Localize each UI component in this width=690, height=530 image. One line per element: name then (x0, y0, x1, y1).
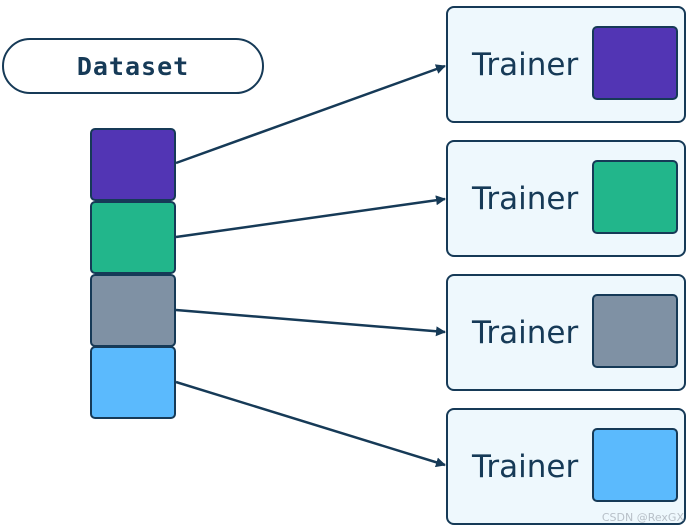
trainer-shard-swatch (592, 160, 678, 234)
trainer-label: Trainer (472, 314, 579, 351)
trainer-node-4: Trainer (446, 408, 686, 525)
trainer-shard-swatch (592, 26, 678, 100)
dataset-shard-1 (90, 128, 176, 201)
dataset-shard-3 (90, 274, 176, 347)
dataset-shard-2 (90, 201, 176, 274)
trainer-node-1: Trainer (446, 6, 686, 123)
dataset-label: Dataset (2, 38, 264, 94)
arrow-shard-1-to-trainer-1 (175, 64, 446, 165)
dataset-label-text: Dataset (76, 51, 190, 81)
trainer-label: Trainer (472, 46, 579, 83)
arrow-shard-2-to-trainer-2 (175, 195, 446, 239)
arrow-shard-4-to-trainer-4 (175, 380, 446, 468)
dataset-shard-4 (90, 346, 176, 419)
trainer-node-3: Trainer (446, 274, 686, 391)
trainer-shard-swatch (592, 294, 678, 368)
trainer-label: Trainer (472, 448, 579, 485)
arrow-shard-3-to-trainer-3 (175, 308, 446, 337)
trainer-node-2: Trainer (446, 140, 686, 257)
trainer-label: Trainer (472, 180, 579, 217)
trainer-shard-swatch (592, 428, 678, 502)
watermark-text: CSDN @RexGX (601, 511, 684, 524)
